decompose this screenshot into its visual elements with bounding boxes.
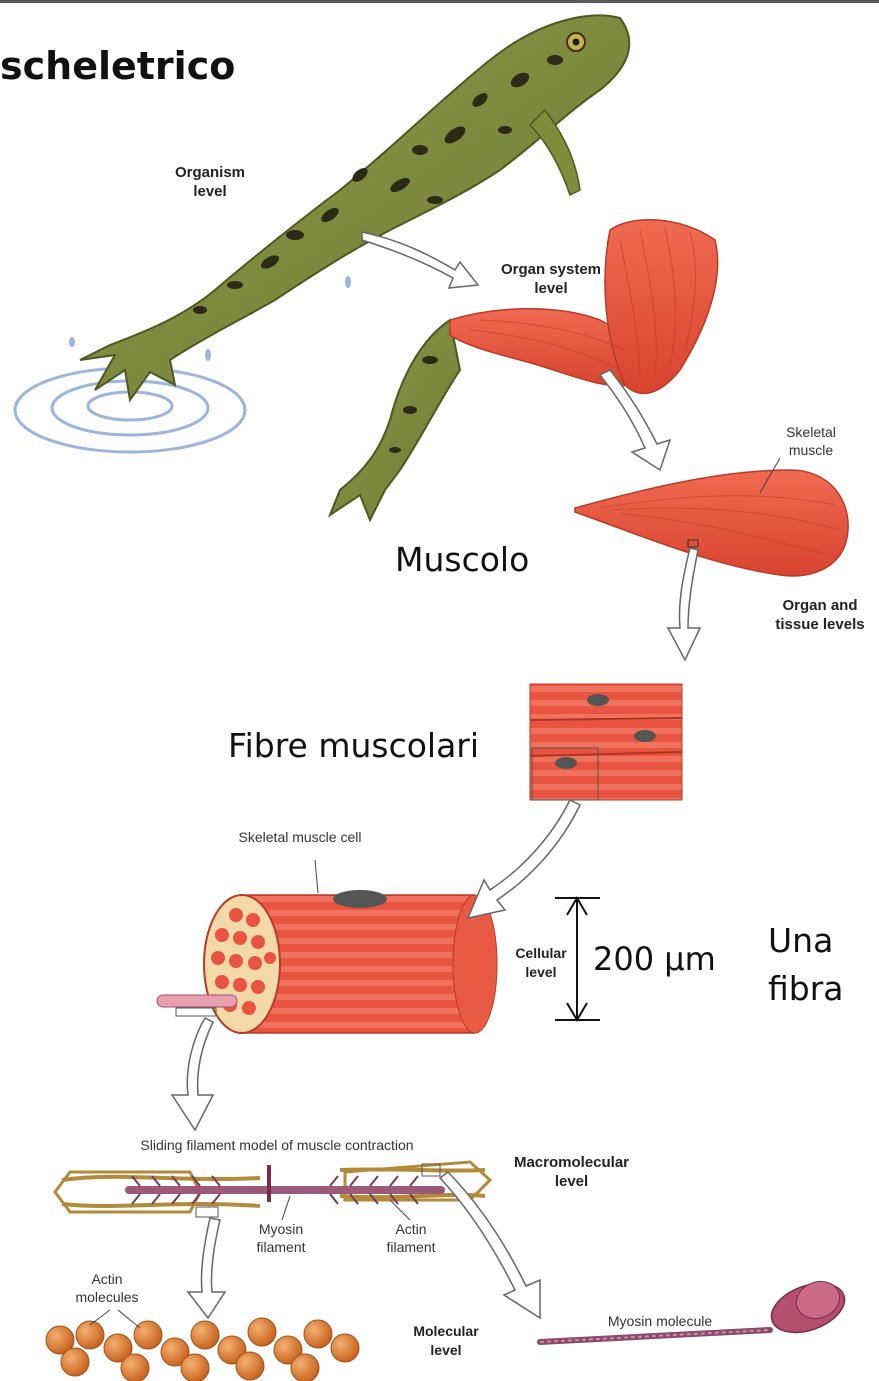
overlay-scale-200um: 200 μm bbox=[593, 939, 716, 979]
actin-molecules-chain bbox=[46, 1310, 359, 1381]
muscle-cell-cylinder bbox=[157, 860, 497, 1033]
label-actin-molecules: Actin molecules bbox=[62, 1270, 152, 1306]
muscle-fibres-block bbox=[530, 684, 682, 800]
overlay-una-fibra: Una fibra bbox=[768, 917, 848, 1013]
label-organ-system-level: Organ system level bbox=[490, 260, 612, 298]
overlay-fibre-muscolari: Fibre muscolari bbox=[228, 726, 479, 766]
label-skeletal-muscle: Skeletal muscle bbox=[775, 423, 847, 459]
label-cellular-level: Cellular level bbox=[505, 944, 577, 982]
label-skeletal-muscle-cell: Skeletal muscle cell bbox=[235, 828, 365, 846]
myosin-molecule bbox=[540, 1274, 851, 1342]
skeletal-muscle-organ bbox=[575, 458, 848, 576]
label-organism-level: Organism level bbox=[160, 163, 260, 201]
label-macromolecular-level: Macromolecular level bbox=[504, 1153, 639, 1191]
label-molecular-level: Molecular level bbox=[400, 1322, 492, 1360]
label-myosin-filament: Myosin filament bbox=[245, 1220, 317, 1256]
overlay-muscolo: Muscolo bbox=[395, 540, 529, 580]
label-myosin-molecule: Myosin molecule bbox=[590, 1312, 730, 1330]
label-sliding-filament-model: Sliding filament model of muscle contrac… bbox=[92, 1136, 462, 1154]
label-actin-filament: Actin filament bbox=[375, 1220, 447, 1256]
label-organ-tissue-levels: Organ and tissue levels bbox=[765, 596, 875, 634]
sliding-filament-model bbox=[55, 1162, 490, 1220]
